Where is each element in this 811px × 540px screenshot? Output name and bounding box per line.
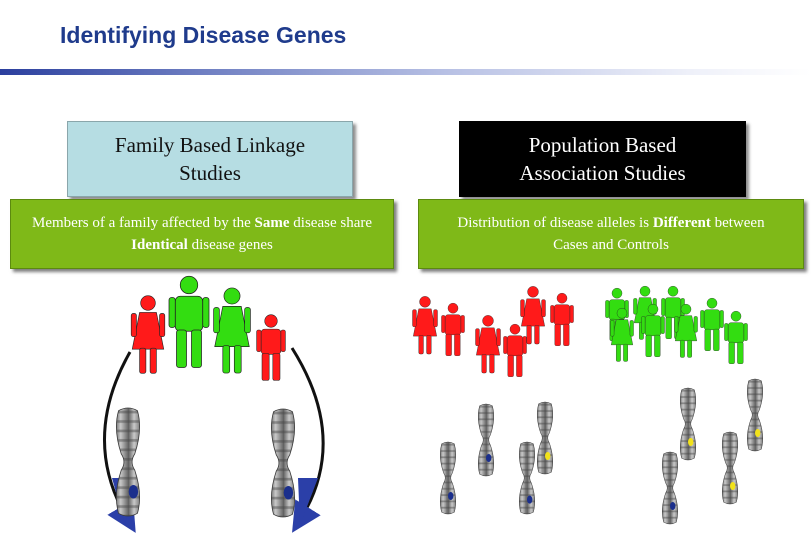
different-emphasis: Different (652, 215, 711, 231)
population-association-header: Population Based Association Studies (459, 121, 746, 197)
unaffected-mother-figure (213, 287, 251, 374)
identical-emphasis: Identical (131, 237, 188, 253)
same-emphasis: Same (254, 215, 290, 231)
affected-parent-figure (130, 295, 166, 374)
population-association-header-text: Population Based Association Studies (519, 133, 686, 185)
chromosome-icon (661, 451, 679, 525)
title-underline (0, 69, 811, 75)
chromosome-icon (115, 407, 141, 517)
cases-group-icon (412, 285, 574, 378)
family-linkage-header-text: Family Based Linkage Studies (114, 133, 306, 185)
desc-part: Members of a family affected by the (31, 215, 255, 231)
desc-part: disease share (289, 215, 373, 231)
population-association-description: Distribution of disease alleles is Diffe… (418, 199, 804, 269)
slide-title: Identifying Disease Genes (60, 22, 347, 48)
chromosome-icon (746, 378, 764, 452)
unaffected-father-figure (168, 275, 210, 369)
family-linkage-description-text: Members of a family affected by the Same… (11, 212, 393, 256)
controls-group-icon (605, 285, 748, 365)
chromosome-icon (270, 408, 296, 518)
desc-part: disease genes (187, 237, 273, 253)
family-linkage-header: Family Based Linkage Studies (67, 121, 353, 197)
chromosome-icon (477, 403, 495, 477)
arrow-tip-icon (298, 478, 318, 525)
family-linkage-description: Members of a family affected by the Same… (10, 199, 394, 269)
chromosome-icon (536, 401, 554, 475)
population-association-description-text: Distribution of disease alleles is Diffe… (443, 212, 779, 256)
affected-child-figure (256, 314, 286, 381)
curved-arrow-icon (290, 347, 325, 533)
family-people-icon (130, 275, 286, 381)
chromosome-icon (439, 441, 457, 515)
chromosome-icon (679, 387, 697, 461)
desc-part: Distribution of disease alleles is (457, 215, 653, 231)
desc-part: between Cases and Controls (553, 215, 765, 253)
chromosome-icon (721, 431, 739, 505)
chromosome-icon (518, 441, 536, 515)
